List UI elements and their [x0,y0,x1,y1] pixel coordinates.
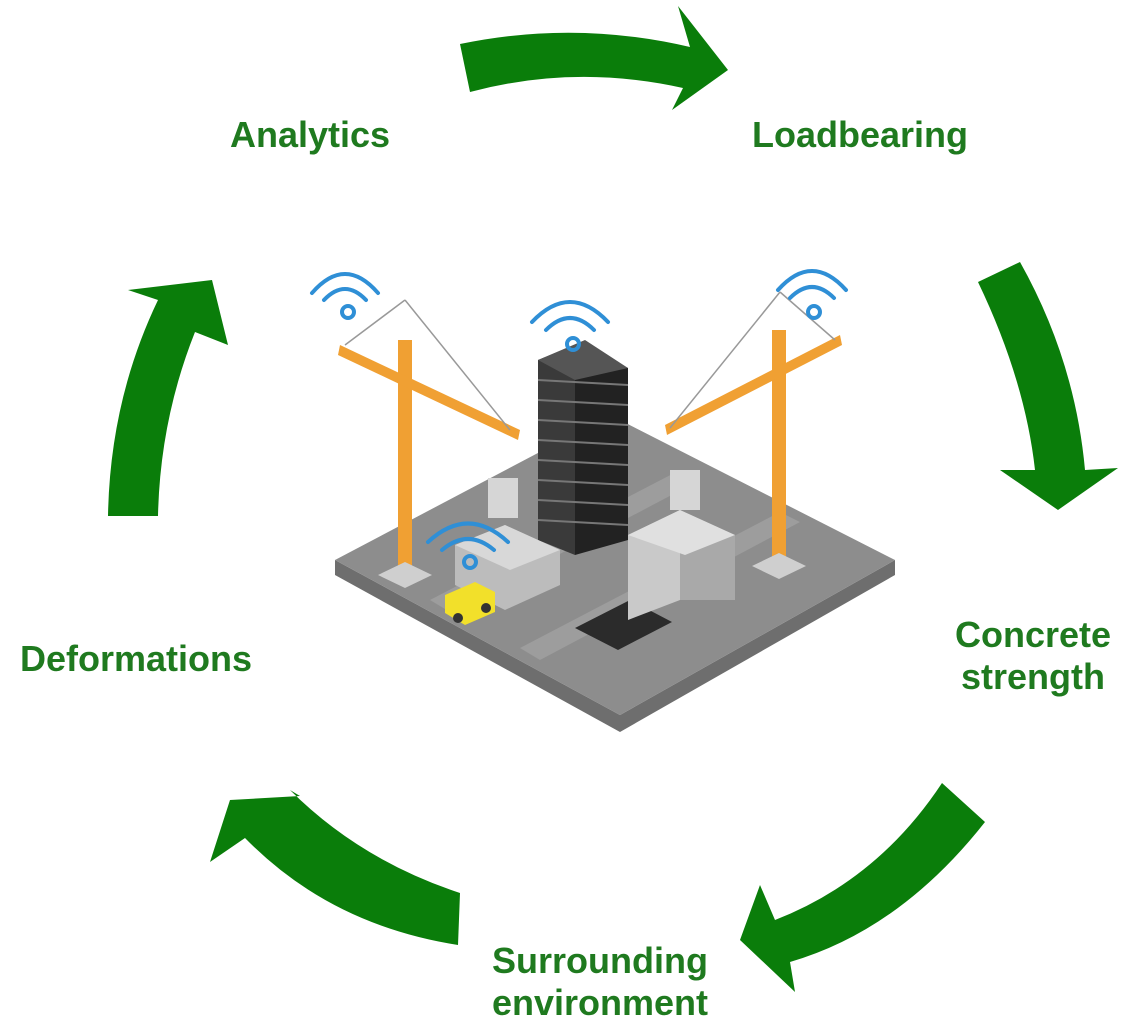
label-loadbearing: Loadbearing [752,114,969,155]
low-building-top [455,525,560,570]
label-surrounding-line2: environment [491,982,709,1023]
crane-right-mast [772,330,786,570]
crane-right-base [752,553,806,579]
crane-right-jib [665,335,842,435]
label-concrete-strength: Concrete strength [938,614,1128,698]
mid-building [628,510,735,620]
arrow-bottom-right-shape [740,783,985,992]
construction-site-illustration [310,269,895,732]
crane-left-load [488,478,518,518]
arrow-left [108,280,228,516]
ground-platform-top [335,415,895,715]
wifi-icon-right-crane [776,269,848,320]
wifi-icon-ground [426,521,510,570]
tall-building [537,340,629,555]
foundation-pit [575,600,672,650]
label-concrete-line2: strength [961,656,1105,697]
tall-building-floor-lines [537,379,629,526]
crane-left [338,299,520,588]
arrow-right [978,262,1118,510]
crane-left-base [378,562,432,588]
arrow-top-shape [460,6,728,110]
crane-right [665,291,842,579]
mid-building-top [628,510,735,555]
arrow-left-shape [108,280,228,516]
arrow-bottom-right [740,783,985,992]
arrow-top [460,6,728,110]
crane-right-load [670,470,700,510]
label-surrounding-environment: Surrounding environment [455,940,745,1024]
dump-truck [445,582,495,625]
label-concrete-line1: Concrete [954,614,1112,655]
crane-left-mast [398,340,412,580]
label-surrounding-line1: Surrounding [492,940,708,981]
tall-building-top [538,340,628,380]
arrow-right-shape [978,262,1118,510]
wifi-icon-left-crane [310,272,380,320]
arrow-bottom-left-shape [210,790,460,945]
label-analytics: Analytics [230,114,391,155]
crane-left-jib [338,345,520,440]
wifi-icon-building [530,300,610,352]
label-deformations: Deformations [20,638,253,679]
arrow-bottom-left [210,790,460,945]
